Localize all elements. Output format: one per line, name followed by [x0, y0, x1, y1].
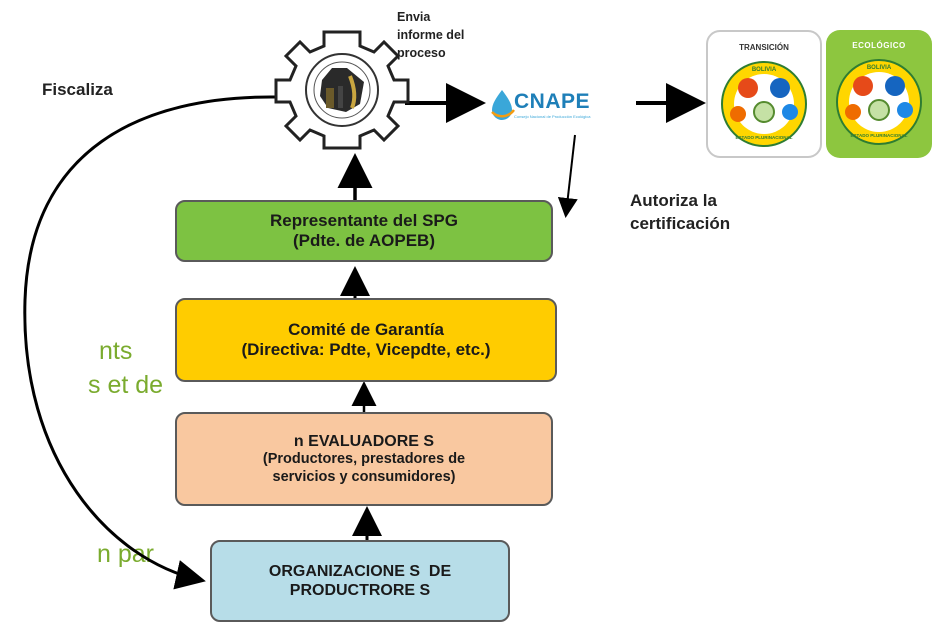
seal-ecologico: ECOLÓGICO BOLIVIA ESTADO PLURINACIONAL [826, 30, 932, 158]
fiscaliza-curve [23, 95, 279, 590]
box-organizaciones-line-1: ORGANIZACIONE S DE [268, 562, 452, 580]
autoriza-label: Autoriza la certificación [630, 190, 730, 236]
cnape-logo: CNAPE Consejo Nacional de Producción Eco… [514, 90, 591, 119]
envia-line-2: informe del [397, 28, 465, 43]
box-organizaciones: ORGANIZACIONE S DE PRODUCTRORE S [210, 540, 510, 622]
box-evaluadores-line-2: (Productores, prestadores de [262, 451, 466, 468]
seal-ecologico-bottom-text: ESTADO PLURINACIONAL [850, 133, 908, 138]
box-representante-line-1: Representante del SPG [269, 210, 458, 230]
arrow-cnape-to-rep [557, 134, 578, 218]
box-evaluadores: n EVALUADORE S (Productores, prestadores… [175, 412, 553, 506]
seal-transicion-bottom-text: ESTADO PLURINACIONAL [735, 135, 793, 140]
cnape-drop-icon [491, 90, 515, 120]
envia-label: Envia informe del proceso [397, 8, 464, 62]
envia-line-3: proceso [397, 46, 446, 61]
seal-transicion-ring-text: BOLIVIA [751, 67, 777, 73]
seal-ecologico-emblem [836, 59, 922, 145]
box-representante: Representante del SPG (Pdte. de AOPEB) [175, 200, 553, 262]
box-comite-line-1: Comité de Garantía [288, 319, 444, 339]
box-evaluadores-line-1: n EVALUADORE S [293, 433, 435, 451]
seal-transicion-title: TRANSICIÓN [739, 43, 789, 52]
box-organizaciones-line-2: PRODUCTRORE S [289, 582, 431, 599]
seal-transicion: TRANSICIÓN BOLIVIA ESTADO PLURINACIONAL [706, 30, 822, 158]
fiscaliza-label: Fiscaliza [42, 80, 113, 99]
box-evaluadores-line-3: servicios y consumidores) [272, 468, 456, 485]
background-text-2: s et de [88, 371, 164, 399]
seal-transicion-emblem [721, 61, 807, 147]
cnape-logo-text: CNAPE [514, 90, 591, 113]
seal-ecologico-title: ECOLÓGICO [852, 41, 906, 50]
envia-line-1: Envia [397, 10, 431, 24]
box-representante-line-2: (Pdte. de AOPEB) [293, 231, 435, 250]
gear-logo [274, 30, 410, 150]
seal-ecologico-ring-text: BOLIVIA [866, 65, 892, 71]
background-text-1: nts [99, 337, 133, 365]
autoriza-line-1: Autoriza la [630, 191, 717, 210]
box-comite-line-2: (Directiva: Pdte, Vicepdte, etc.) [241, 340, 491, 359]
cnape-logo-subtext: Consejo Nacional de Producción Ecológica [514, 114, 591, 119]
box-comite: Comité de Garantía (Directiva: Pdte, Vic… [175, 298, 557, 382]
autoriza-line-2: certificación [630, 213, 731, 233]
